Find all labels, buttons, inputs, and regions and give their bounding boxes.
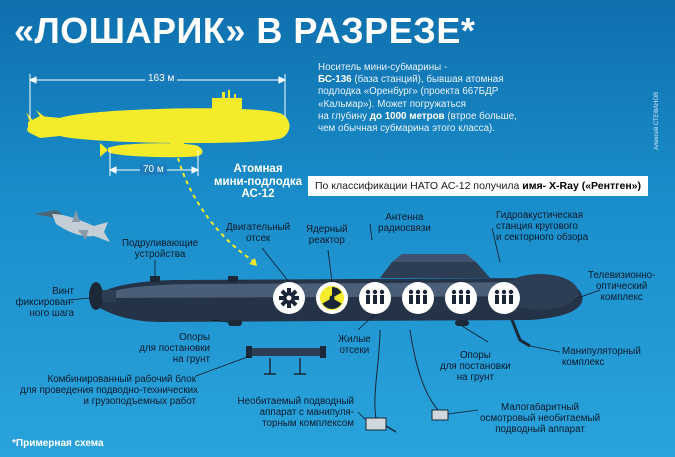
label-line: подводный аппарат [495,424,585,435]
label-supports-right: Опоры для постановки на грунт [440,350,511,383]
gear-icon [279,288,299,308]
work-unit-illustration [246,346,326,375]
rov-small-illustration [431,409,449,421]
label-work-unit: Комбинированный рабочий блок для проведе… [20,374,198,407]
footnote: *Примерная схема [12,438,104,449]
crew-icon [365,289,385,304]
tether-line [409,329,441,413]
label-propulsion: Подруливающие устройства [122,238,198,260]
label-manipulator: Манипуляторный комплекс [562,346,641,368]
carrier-submarine [26,90,290,144]
carrier-line-text: (база станций), бывшая атомная [351,74,504,86]
label-line: и грузоподъемных работ [83,396,196,407]
label-line: Опоры [459,350,491,361]
minisub-label-line: АС-12 [241,188,275,200]
carrier-depth: до 1000 метров [369,110,445,122]
label-line: Двигательный [226,222,291,233]
label-line: Ядерный [306,224,348,235]
minisub-label-line: мини-подлодка [214,175,303,188]
label-line: оптический [595,281,648,292]
carrier-name: БС-136 [318,74,352,86]
carrier-line: «Кальмар»). Может погружаться [318,98,466,110]
label-line: Манипуляторный [562,346,641,357]
leader-lines [67,223,601,421]
label-propeller: Винт фиксирован- ного шага [8,286,74,319]
label-line: для проведения подводно-технических [20,385,198,396]
label-line: на грунт [456,372,495,383]
label-reactor: Ядерный реактор [306,224,348,246]
label-line: аппарат с манипуля- [259,407,354,418]
label-line: Необитаемый подводный [237,396,354,407]
label-line: Гидроакустическая [496,210,584,221]
classification-name: имя- X-Ray («Рентген») [522,180,642,192]
label-line: станция кругового [496,221,578,232]
carrier-length-label: 163 м [145,73,178,84]
minisub-length-label: 70 м [140,164,167,175]
label-line: и секторного обзора [496,232,589,243]
label-sonar: Гидроакустическая станция кругового и се… [496,210,588,243]
label-uninhabited-rov: Необитаемый подводный аппарат с манипуля… [224,396,354,429]
label-line: осмотровый необитаемый [480,413,601,424]
label-line: радиосвязи [378,223,431,234]
tether-line [374,329,381,419]
crew-icon [408,289,428,304]
label-line: Подруливающие [122,238,199,249]
carrier-line: подлодка «Оренбург» (проекта 667БДР [318,86,499,98]
minisub-label-line: Атомная [233,163,283,175]
label-line: Опоры [179,332,210,343]
label-line: устройства [134,249,186,260]
carrier-line: чем обычная субмарина этого класса). [318,123,496,135]
label-line: отсек [245,233,271,244]
carrier-line-text: (втрое больше, [444,110,517,122]
page-title: «ЛОШАРИК» В РАЗРЕЗЕ* [14,10,476,51]
rov-manipulator-illustration [365,417,397,433]
label-line: Комбинированный рабочий блок [47,374,197,385]
label-small-rov: Малогабаритный осмотровый необитаемый по… [480,402,600,435]
shark-illustration [34,210,110,242]
label-line: торным комплексом [262,418,354,429]
carrier-line: БС-136 (база станций), бывшая атомная [318,74,613,86]
carrier-line-text: на глубину [318,110,370,122]
label-line: отсеки [339,345,370,356]
transfer-arrow [177,157,256,263]
minisub-silhouette [100,140,203,158]
label-tv-system: Телевизионно- оптический комплекс [588,270,655,303]
carrier-line: на глубину до 1000 метров (втрое больше, [318,111,613,123]
label-living: Жилые отсеки [338,334,371,356]
label-antenna: Антенна радиосвязи [378,212,431,234]
carrier-line: Носитель мини-субмарины - [318,62,448,73]
label-supports-left: Опоры для постановки на грунт [130,332,210,365]
classification-text: По классификации НАТО АС-12 получила [314,180,523,192]
label-line: для постановки [440,361,511,372]
label-engine: Двигательный отсек [226,222,290,244]
nato-classification: По классификации НАТО АС-12 получила имя… [308,176,648,196]
carrier-description: Носитель мини-субмарины - БС-136 (база с… [318,62,613,135]
minisub-label: Атомная мини-подлодка АС-12 [214,163,302,201]
label-line: реактор [308,235,345,246]
crew-icon [451,289,471,304]
radiation-icon [320,286,344,310]
label-line: ного шага [29,308,74,319]
label-line: Жилые [338,334,371,345]
label-line: фиксирован- [15,297,74,308]
crew-icon [494,289,514,304]
label-line: Винт [52,286,74,297]
label-line: Малогабаритный [501,402,580,413]
label-line: на грунт [172,354,210,365]
label-line: Антенна [385,212,424,223]
label-line: комплекс [600,292,643,303]
label-line: для постановки [139,343,210,354]
label-line: Телевизионно- [588,270,656,281]
label-line: комплекс [562,357,605,368]
